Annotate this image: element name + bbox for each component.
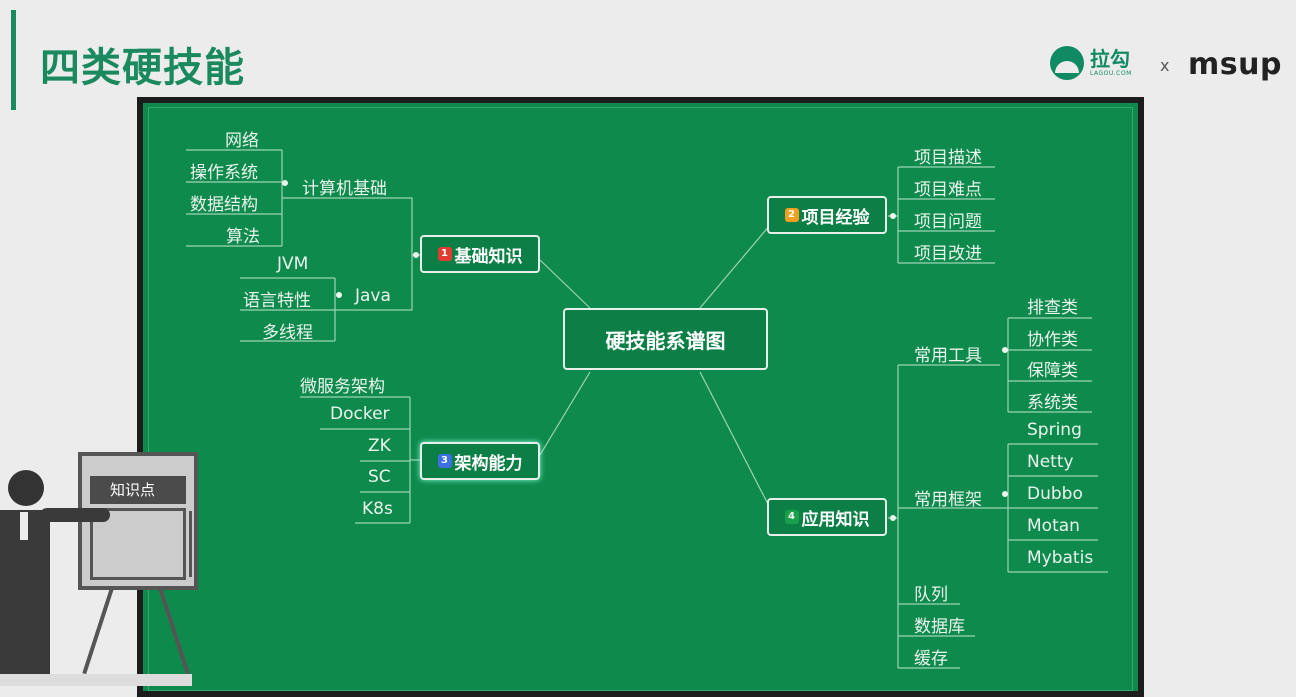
title-accent-bar <box>11 10 16 110</box>
branch-arch-node: 3 架构能力 <box>420 442 540 480</box>
leaf-mybatis: Mybatis <box>1027 548 1094 568</box>
group-cs-basics: 计算机基础 <box>302 179 387 199</box>
leaf-language-features: 语言特性 <box>243 291 311 311</box>
group-common-tools: 常用工具 <box>914 346 982 366</box>
badge-project: 2 <box>784 208 799 222</box>
leaf-zk: ZK <box>368 436 391 456</box>
leaf-project-difficulties: 项目难点 <box>914 180 982 200</box>
connector-dot <box>890 515 896 521</box>
leaf-motan: Motan <box>1027 516 1080 536</box>
msup-logo: msup <box>1188 47 1282 82</box>
branch-basic-node: 1 基础知识 <box>420 235 540 273</box>
branch-project-label: 项目经验 <box>801 207 870 228</box>
badge-arch: 3 <box>437 454 452 468</box>
leaf-algorithms: 算法 <box>226 227 260 247</box>
leaf-dubbo: Dubbo <box>1027 484 1083 504</box>
lagou-logo-text: 拉勾 <box>1090 47 1130 71</box>
leaf-sc: SC <box>368 467 391 487</box>
leaf-project-description: 项目描述 <box>914 148 982 168</box>
connector-dot <box>336 292 342 298</box>
leaf-system: 系统类 <box>1027 393 1078 413</box>
leaf-k8s: K8s <box>362 499 393 519</box>
leaf-cache: 缓存 <box>914 649 948 669</box>
flipchart-label: 知识点 <box>90 476 186 504</box>
leaf-microservices: 微服务架构 <box>300 377 385 397</box>
leaf-queue: 队列 <box>914 585 948 605</box>
branch-basic-label: 基础知识 <box>454 246 523 267</box>
leaf-jvm: JVM <box>277 254 309 274</box>
branch-apply-label: 应用知识 <box>801 509 870 530</box>
leaf-collaboration: 协作类 <box>1027 330 1078 350</box>
connector-dot <box>1002 491 1008 497</box>
floor-strip <box>0 674 192 686</box>
logo-separator: x <box>1160 56 1170 75</box>
leaf-database: 数据库 <box>914 617 965 637</box>
leaf-docker: Docker <box>330 404 390 424</box>
connector-dot <box>413 252 419 258</box>
page-title: 四类硬技能 <box>40 45 245 91</box>
leaf-netty: Netty <box>1027 452 1074 472</box>
lagou-logo-subtext: LAGOU.COM <box>1090 70 1132 77</box>
connector-dot <box>282 180 288 186</box>
lagou-logo-icon <box>1050 46 1084 80</box>
connector-dot <box>890 213 896 219</box>
connector-dot <box>1002 347 1008 353</box>
leaf-multithreading: 多线程 <box>262 323 313 343</box>
mindmap-center-node: 硬技能系谱图 <box>563 308 768 370</box>
badge-basic: 1 <box>437 247 452 261</box>
leaf-project-improvements: 项目改进 <box>914 244 982 264</box>
leaf-os: 操作系统 <box>190 163 258 183</box>
leaf-troubleshooting: 排查类 <box>1027 298 1078 318</box>
presenter-arm <box>40 508 110 522</box>
presenter-head <box>8 470 44 506</box>
group-common-frameworks: 常用框架 <box>914 490 982 510</box>
group-java: Java <box>355 286 391 306</box>
leaf-data-structures: 数据结构 <box>190 195 258 215</box>
branch-apply-node: 4 应用知识 <box>767 498 887 536</box>
leaf-network: 网络 <box>225 131 259 151</box>
leaf-spring: Spring <box>1027 420 1082 440</box>
presenter-tie <box>20 512 28 540</box>
branch-arch-label: 架构能力 <box>454 453 523 474</box>
badge-apply: 4 <box>784 510 799 524</box>
branch-project-node: 2 项目经验 <box>767 196 887 234</box>
leaf-assurance: 保障类 <box>1027 361 1078 381</box>
lagou-logo: 拉勾 LAGOU.COM <box>1050 46 1132 80</box>
leaf-project-problems: 项目问题 <box>914 212 982 232</box>
